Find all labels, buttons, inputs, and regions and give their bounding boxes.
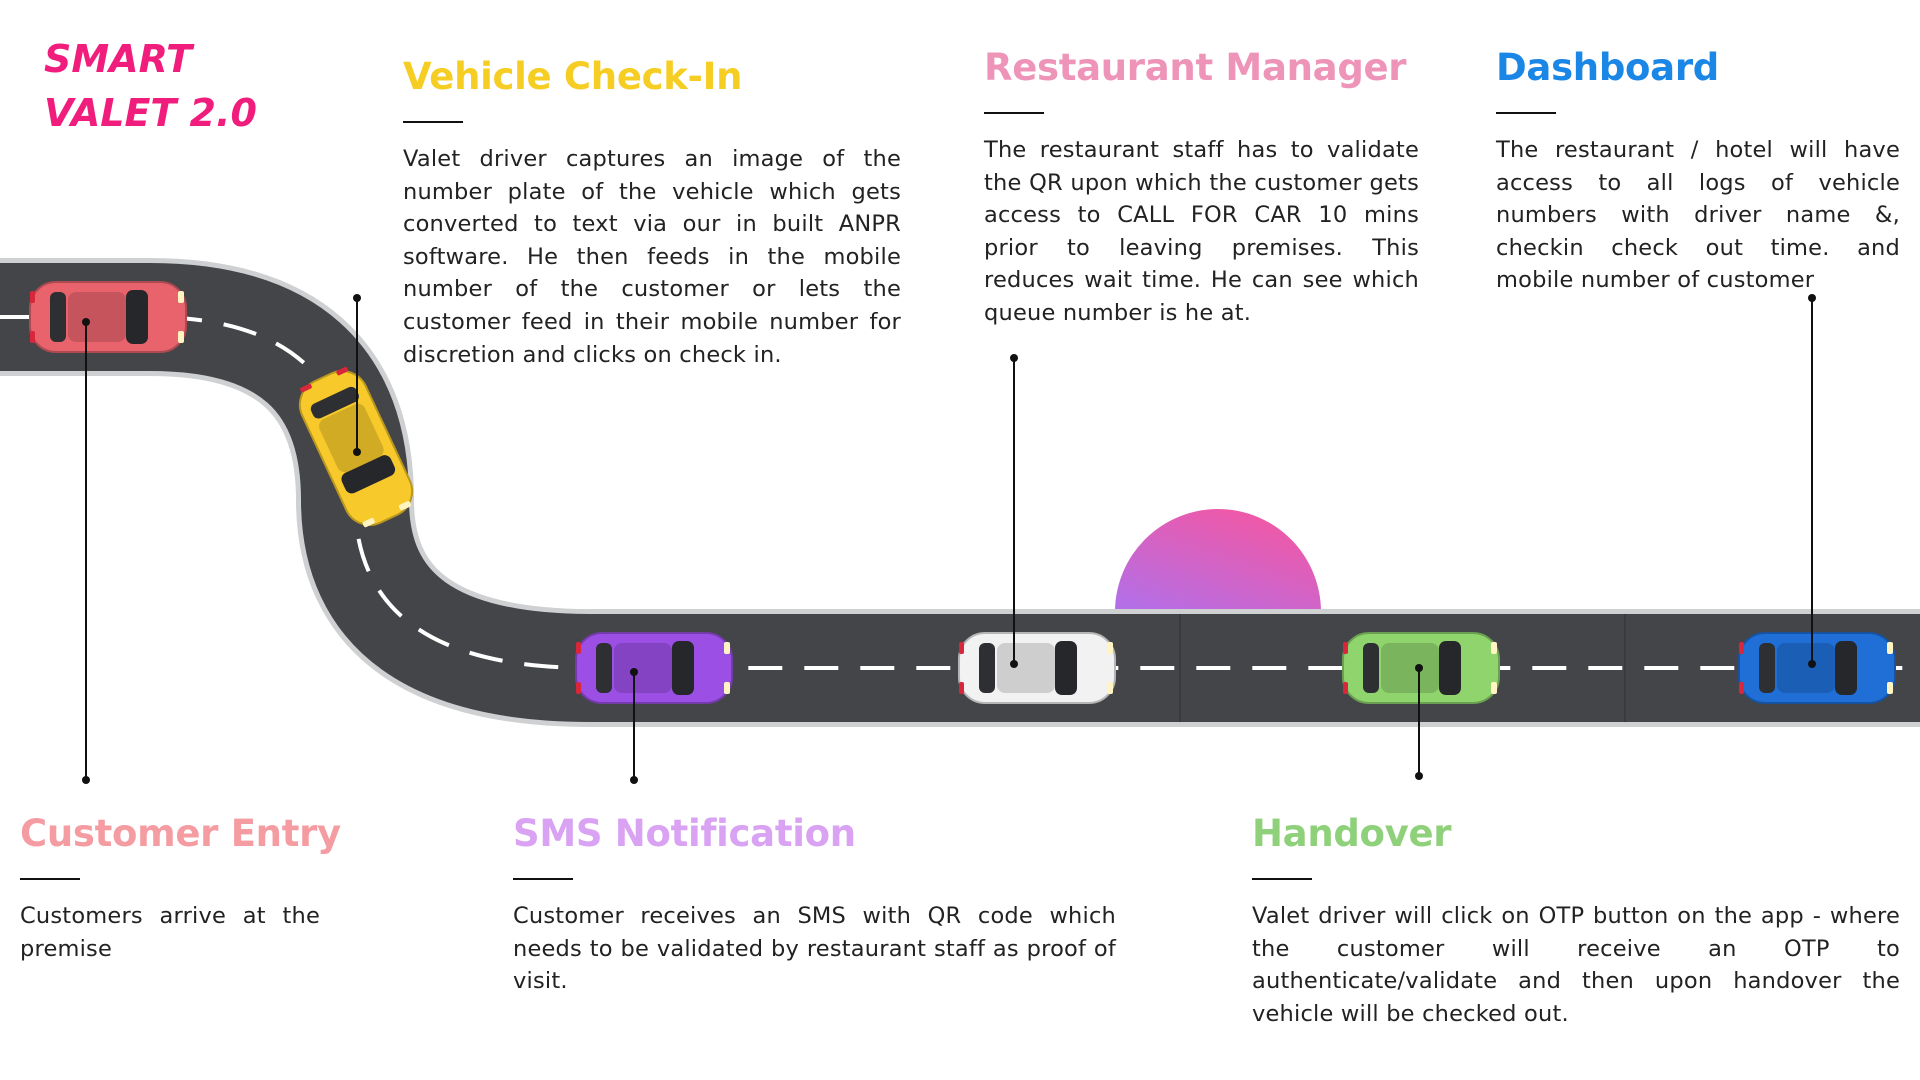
car-roof (614, 643, 672, 693)
car-windshield (1835, 641, 1857, 695)
car-headlight (1107, 682, 1113, 694)
title-underline (20, 878, 80, 880)
car-headlight (398, 501, 412, 511)
step-description: Customer receives an SMS with QR code wh… (513, 903, 1116, 995)
title-underline (1252, 878, 1312, 880)
car-taillight (30, 291, 35, 303)
brand-line-1: SMART (44, 37, 193, 81)
step-description: Valet driver will click on OTP button on… (1252, 903, 1900, 1027)
car-taillight (336, 366, 349, 376)
step-vehicle-check-in: Vehicle Check-In Valet driver captures a… (403, 55, 901, 371)
car-headlight (724, 642, 730, 654)
connector-dot (630, 668, 638, 676)
step-dashboard: Dashboard The restaurant / hotel will ha… (1496, 46, 1900, 297)
car-dashboard (1738, 632, 1896, 704)
step-title: Customer Entry (20, 812, 341, 855)
car-windshield (672, 641, 694, 695)
car-windshield (126, 290, 148, 344)
car-taillight (959, 642, 964, 654)
car-taillight (1739, 642, 1744, 654)
car-rear-window (310, 386, 359, 419)
brand-logo: SMART VALET 2.0 (44, 32, 257, 140)
title-underline (513, 878, 573, 880)
connector-dot (1415, 772, 1423, 780)
car-rear-window (1363, 643, 1379, 693)
connectors (82, 294, 1816, 784)
step-restaurant-manager: Restaurant Manager The restaurant staff … (984, 46, 1419, 330)
car-taillight (30, 331, 35, 343)
car-headlight (1887, 682, 1893, 694)
car-windshield (1439, 641, 1461, 695)
step-title: Vehicle Check-In (403, 55, 743, 98)
step-title: SMS Notification (513, 812, 856, 855)
step-title: Handover (1252, 812, 1452, 855)
connector-dot (353, 448, 361, 456)
step-handover: Handover Valet driver will click on OTP … (1252, 812, 1900, 1030)
car-taillight (1343, 642, 1348, 654)
connector-dot (1010, 660, 1018, 668)
connector-dot (1010, 354, 1018, 362)
car-customer-entry (29, 281, 187, 353)
connector-dot (630, 776, 638, 784)
connector-dot (1415, 664, 1423, 672)
car-taillight (300, 383, 312, 393)
car-roof (1777, 643, 1835, 693)
connector-dot (353, 294, 361, 302)
connector-dot (82, 776, 90, 784)
car-windshield (341, 455, 396, 494)
car-headlight (178, 291, 184, 303)
car-headlight (178, 331, 184, 343)
car-rear-window (979, 643, 995, 693)
car-headlight (1491, 642, 1497, 654)
car-windshield (1055, 641, 1077, 695)
car-sms-notification (575, 632, 733, 704)
car-taillight (1739, 682, 1744, 694)
sun-shape (1115, 509, 1321, 612)
car-roof (68, 292, 126, 342)
car-headlight (1107, 642, 1113, 654)
car-roof (997, 643, 1055, 693)
step-description: The restaurant / hotel will have access … (1496, 137, 1900, 294)
car-headlight (724, 682, 730, 694)
connector-dot (82, 318, 90, 326)
car-roof (1381, 643, 1439, 693)
step-description: Valet driver captures an image of the nu… (403, 146, 901, 368)
car-taillight (1343, 682, 1348, 694)
step-sms-notification: SMS Notification Customer receives an SM… (513, 812, 1116, 998)
step-description: Customers arrive at the premise (20, 903, 320, 962)
title-underline (1496, 112, 1556, 114)
car-taillight (576, 642, 581, 654)
car-roof (319, 403, 384, 473)
car-rear-window (596, 643, 612, 693)
brand-line-2: VALET 2.0 (44, 91, 257, 135)
step-description: The restaurant staff has to validate the… (984, 137, 1419, 326)
car-taillight (576, 682, 581, 694)
car-taillight (959, 682, 964, 694)
title-underline (403, 121, 463, 123)
step-title: Restaurant Manager (984, 46, 1407, 89)
connector-dot (1808, 294, 1816, 302)
car-headlight (1887, 642, 1893, 654)
car-headlight (362, 518, 375, 528)
connector-dot (1808, 660, 1816, 668)
step-customer-entry: Customer Entry Customers arrive at the p… (20, 812, 341, 965)
car-rear-window (50, 292, 66, 342)
title-underline (984, 112, 1044, 114)
car-rear-window (1759, 643, 1775, 693)
car-headlight (1491, 682, 1497, 694)
step-title: Dashboard (1496, 46, 1719, 89)
car-restaurant-manager (958, 632, 1116, 704)
